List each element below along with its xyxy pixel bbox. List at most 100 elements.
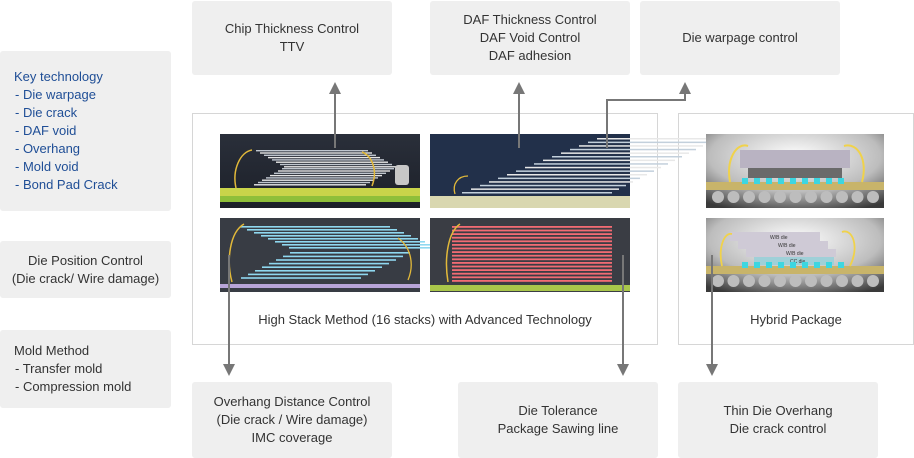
die-layer [275,241,425,243]
die-layer [452,265,612,268]
solder-ball [836,275,848,287]
mold-method-item: - Compression mold [15,379,132,394]
key-tech-item: - Die warpage [15,87,96,102]
chip-thickness-line: Chip Thickness Control [224,21,360,36]
die-layer [282,244,432,246]
die-layer [754,262,760,268]
die-position-title: Die Position Control [28,252,143,268]
die-layer [742,178,748,184]
stack-image-4 [430,218,630,292]
die-layer [452,244,612,246]
solder-ball [758,191,771,203]
die-layer [272,159,384,161]
solder-ball [867,191,879,203]
die-layer [255,270,375,272]
die-warpage-box: Die warpage control [640,1,840,75]
thin-die-line: Thin Die Overhang [723,403,833,418]
die-layer [588,141,710,144]
die-layer [452,280,612,282]
solder-ball [712,191,724,203]
die-layer [452,240,612,243]
die-layer [826,262,832,268]
die-layer [742,262,748,268]
die-layer [260,152,372,154]
die-layer [570,148,696,151]
die-layer [248,273,368,276]
die-layer [264,154,376,156]
hybrid-image-2: W/B die W/B die W/B die CC die [706,218,884,292]
die-layer [262,266,382,268]
die-layer [790,262,796,268]
key-tech-item: - Die crack [15,105,78,120]
arrows [223,82,718,376]
die-position-subtitle: (Die crack/ Wire damage) [11,270,160,286]
die-layer [241,277,361,279]
hybrid-die-label: W/B die [786,251,804,257]
die-tolerance-line: Die Tolerance [518,403,598,418]
chip-thickness-line: TTV [279,39,305,54]
key-tech-item: - Bond Pad Crack [15,177,118,192]
overhang-line: IMC coverage [251,430,333,445]
thin-die-box: Thin Die Overhang Die crack control [678,382,878,458]
die-layer [276,161,388,163]
die-layer [270,174,382,177]
solder-ball [789,275,802,287]
solder-ball [774,275,786,287]
hybrid-die-label: W/B die [770,235,788,241]
die-layer [282,168,394,170]
die-layer [790,178,796,184]
die-layer [452,258,612,261]
die-layer [452,247,612,250]
thin-die-line: Die crack control [729,421,827,436]
die-layer [778,262,784,268]
die-layer [452,272,612,275]
die-layer [516,170,654,172]
die-layer [247,229,397,231]
hybrid-image-1 [706,134,884,208]
key-technology-box: Key technology - Die warpage - Die crack… [0,51,171,211]
solder-ball [805,191,817,203]
die-layer [452,251,612,253]
die-layer [452,254,612,257]
die-layer [452,236,612,239]
overhang-box: Overhang Distance Control (Die crack / W… [192,382,392,458]
die-layer [452,226,612,228]
solder-ball [727,191,740,203]
die-layer [266,177,378,179]
die-layer [766,178,772,184]
die-layer [838,178,844,184]
die-layer [254,232,404,234]
die-layer [462,192,612,194]
die-layer [534,163,668,165]
die-layer [283,255,403,258]
die-layer [778,178,784,184]
mold-method-item: - Transfer mold [15,361,103,376]
die-layer [766,262,772,268]
die-layer [754,178,760,184]
die-layer [498,177,640,180]
die-layer [802,178,808,184]
key-tech-item: - Overhang [15,141,81,156]
overhang-line: Overhang Distance Control [213,394,371,409]
die-layer [838,262,844,268]
die-layer [290,252,410,254]
hybrid-die-label: CC die [790,259,806,265]
die-layer [814,262,820,268]
stack-image-2 [430,134,717,208]
die-layer [452,262,612,264]
die-layer [268,238,418,240]
solder-ball [805,275,817,287]
key-tech-item: - Mold void [15,159,79,174]
mold-method-title: Mold Method [14,343,90,358]
die-layer [561,152,689,154]
key-tech-item: - DAF void [15,123,77,138]
die-tolerance-box: Die Tolerance Package Sawing line [458,382,658,458]
solder-ball [836,191,848,203]
die-layer [269,262,389,265]
daf-line: DAF Thickness Control [463,12,597,27]
chip-thickness-box: Chip Thickness Control TTV [192,1,392,75]
die-layer [289,247,439,249]
die-layer [489,181,633,183]
stack-image-1 [220,134,420,208]
